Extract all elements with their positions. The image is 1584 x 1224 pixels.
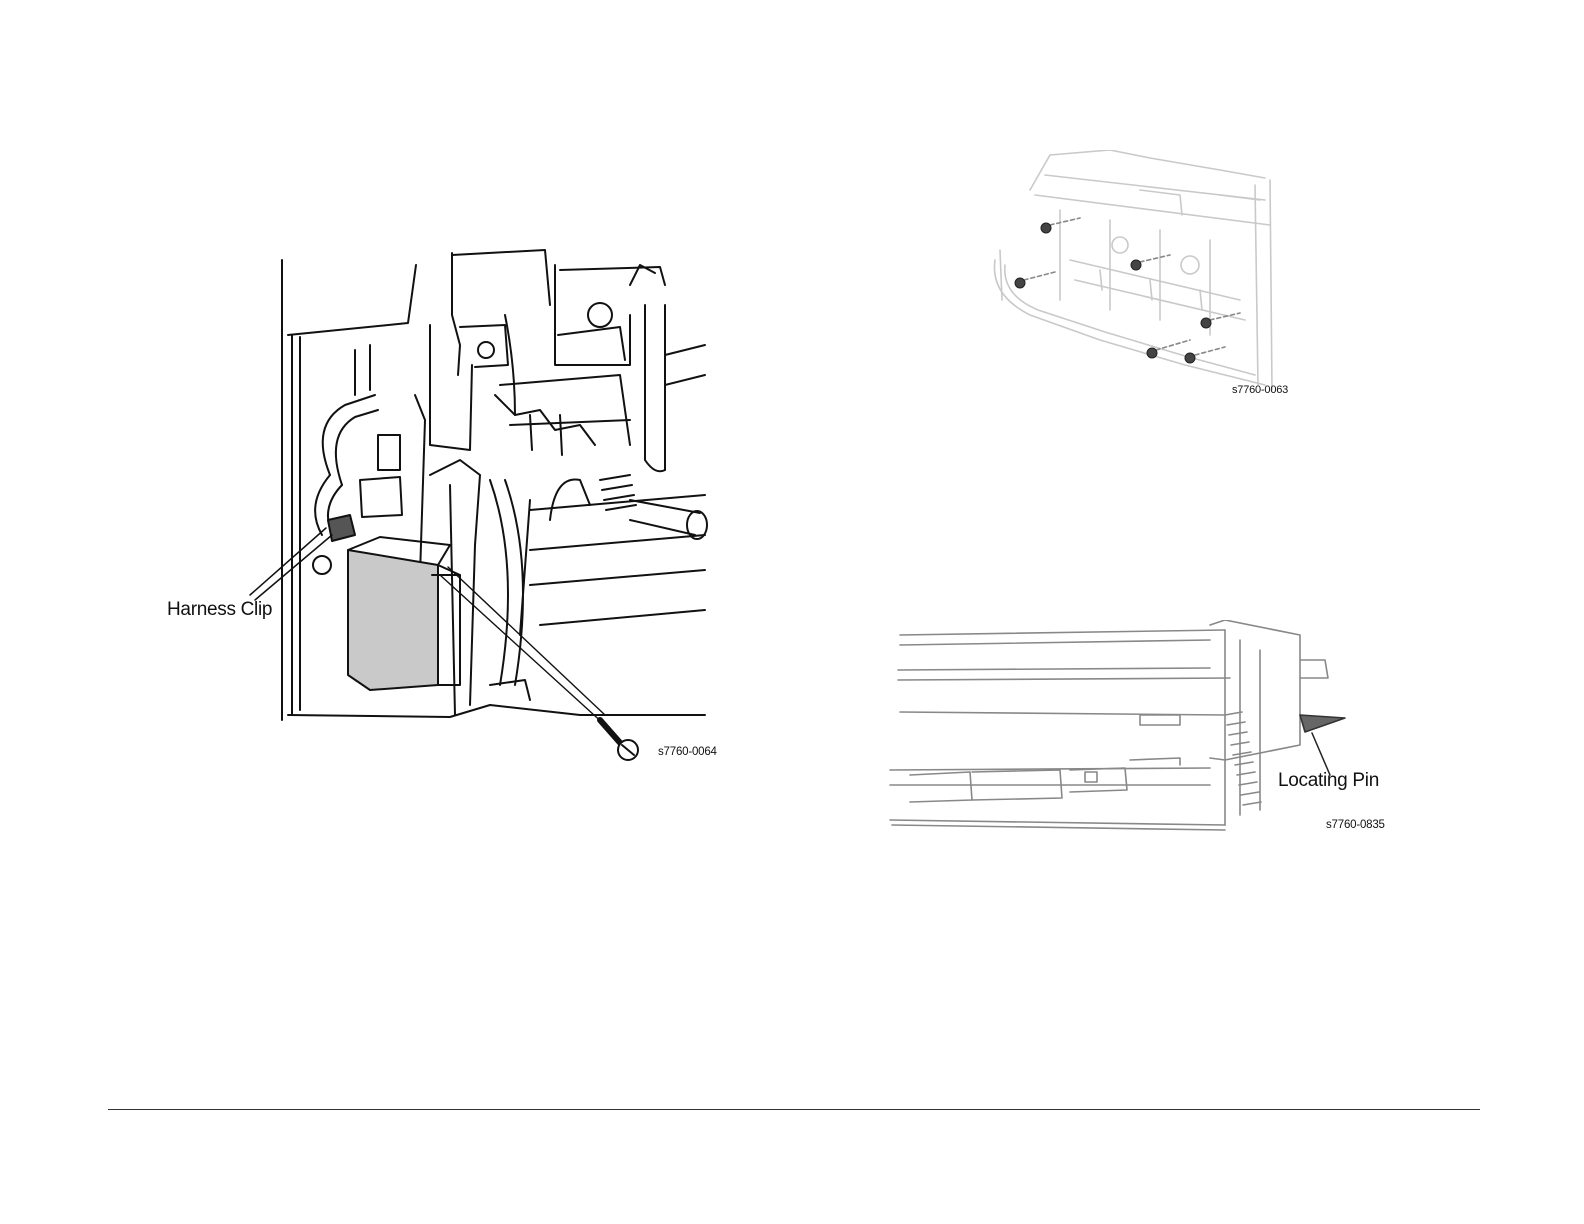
- figure-screw-locations: s7760-0063: [990, 150, 1290, 405]
- footer-rule: [108, 1109, 1480, 1110]
- illustration-harness-clip: [160, 245, 740, 790]
- figure-locating-pin: Locating Pin s7760-0835: [880, 620, 1400, 845]
- figure-id: s7760-0063: [1232, 384, 1288, 396]
- locating-pin-callout: Locating Pin: [1278, 770, 1379, 792]
- figure-harness-clip: Harness Clip s7760-0064: [160, 245, 740, 790]
- figure-id: s7760-0064: [658, 746, 717, 758]
- figure-id: s7760-0835: [1326, 819, 1385, 831]
- harness-clip-callout: Harness Clip: [167, 599, 272, 621]
- illustration-screw-locations: [990, 150, 1290, 405]
- illustration-locating-pin: [880, 620, 1400, 845]
